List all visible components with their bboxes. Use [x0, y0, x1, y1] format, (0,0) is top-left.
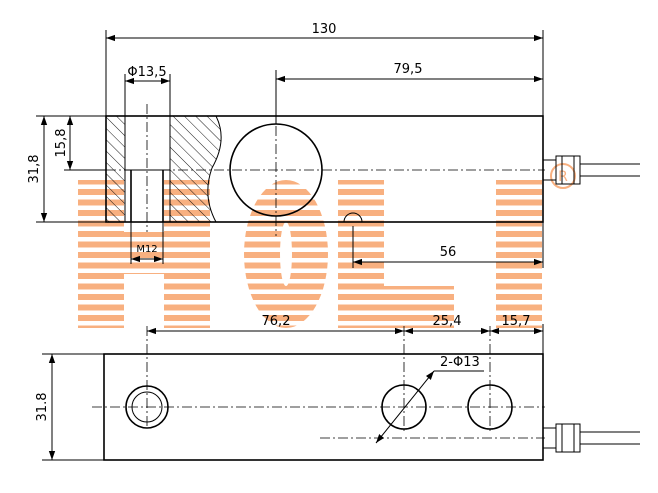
bottom-view	[92, 326, 640, 461]
dim-half-height: 15,8	[54, 129, 69, 158]
dim-mount-holes: 2-Φ13	[440, 355, 480, 370]
dim-cable-offset: 56	[440, 245, 457, 260]
dim-height-bottom: 31.8	[35, 393, 50, 422]
dim-hole-pitch: 25,4	[433, 314, 462, 329]
registered-mark-letter: R	[558, 169, 568, 185]
registered-mark-icon	[550, 163, 576, 189]
dimensions-top: 130 Φ13,5 79,5 31,8 15,8 M12 56	[27, 22, 544, 268]
cable-connector-bottom	[320, 423, 640, 453]
dim-height-top: 31,8	[27, 155, 42, 184]
dim-hole-diameter: Φ13,5	[127, 65, 166, 80]
dim-end-offset: 15,7	[502, 314, 531, 329]
top-view	[70, 104, 640, 236]
dim-mount-offset: 76,2	[262, 314, 291, 329]
dimensions-bottom: 76,2 25,4 15,7 2-Φ13 31.8	[35, 314, 544, 461]
section-hatch	[106, 116, 222, 222]
dim-thread: M12	[136, 244, 157, 255]
cable-connector-top	[542, 155, 640, 185]
dim-total-length: 130	[312, 22, 337, 37]
dim-hole-offset: 79,5	[394, 62, 423, 77]
